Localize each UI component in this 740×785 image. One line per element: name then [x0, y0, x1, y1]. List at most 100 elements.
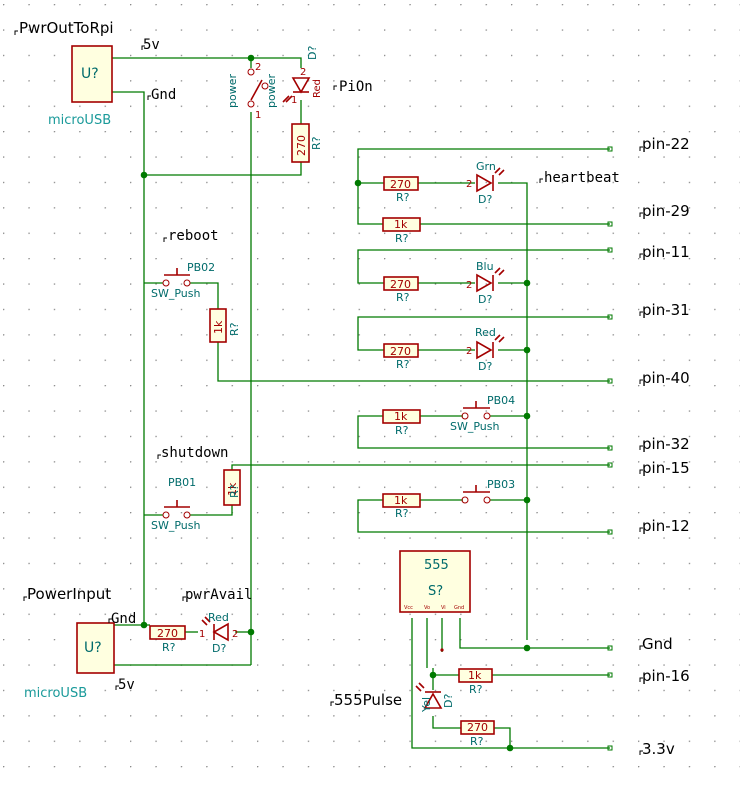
pushbutton-pb01[interactable]: PB01 SW_Push — [151, 476, 201, 532]
resistor-value: 1k — [212, 320, 225, 334]
label-gnd-top: Gnd — [151, 87, 176, 103]
pin-label: pin-15 — [642, 459, 690, 477]
resistor-pb04: 1k R? — [382, 409, 421, 437]
usb-connector-top[interactable]: U? microUSB — [48, 45, 113, 128]
pin-label: pin-32 — [642, 435, 690, 453]
led-ref: D? — [478, 360, 492, 373]
pin-labels: pin-22 pin-29 pin-11 pin-31 pin-40 pin-3… — [639, 135, 690, 758]
resistor-shutdown: 1k R? — [223, 469, 241, 506]
switch-ref: PB04 — [487, 394, 515, 407]
pushbutton-pb04[interactable]: PB04 SW_Push — [450, 394, 515, 433]
resistor-ref: R? — [228, 484, 241, 498]
pin-terminals — [607, 146, 613, 751]
usb-ref: U? — [81, 66, 99, 82]
resistor-ref: R? — [395, 507, 409, 520]
resistor-ref: R? — [396, 291, 410, 304]
ic-pin-vcc: Vcc — [404, 605, 413, 611]
pin-label: pin-29 — [642, 202, 690, 220]
resistor-pion: 270 R? — [291, 123, 323, 163]
switch-label-power: power — [226, 74, 239, 108]
switch-value: SW_Push — [151, 519, 201, 532]
led-pin: 2 — [466, 280, 472, 291]
led-color: Grn — [476, 160, 496, 173]
wires — [111, 57, 610, 749]
led-pion: 2 1 Red D? — [282, 46, 323, 106]
ic-pin-vo: Vo — [424, 605, 430, 611]
led-pin: 2 — [232, 629, 238, 640]
switch-value: SW_Push — [450, 420, 500, 433]
led-pin: 1 — [291, 95, 297, 106]
resistor-ref: R? — [396, 191, 410, 204]
resistor-reboot: 1k R? — [209, 308, 241, 343]
resistor-555-270: 270 R? — [460, 720, 495, 748]
pin-label: pin-12 — [642, 517, 690, 535]
resistor-ref: R? — [395, 232, 409, 245]
pin-label: pin-16 — [642, 667, 690, 685]
resistor-ref: R? — [228, 322, 241, 336]
led-ref: D? — [478, 193, 492, 206]
ic-pin-vi: Vi — [441, 605, 446, 611]
resistor-value: 270 — [157, 627, 178, 640]
switch-ref: PB03 — [487, 478, 515, 491]
pin-label: 3.3v — [642, 740, 675, 758]
led-pin: 2 — [300, 67, 306, 78]
switch-ref: PB02 — [187, 261, 215, 274]
pushbutton-pb03[interactable]: PB03 — [461, 478, 515, 504]
resistor-ref: R? — [162, 641, 176, 654]
led-ref: D? — [306, 46, 319, 60]
resistor-value: 1k — [394, 218, 408, 231]
pin-label: pin-40 — [642, 369, 690, 387]
resistor-value: 1k — [394, 410, 408, 423]
resistor-value: 1k — [394, 494, 408, 507]
ic-ref: S? — [428, 584, 443, 599]
led-pin: 2 — [466, 346, 472, 357]
resistor-ref: R? — [396, 358, 410, 371]
resistor-value: 270 — [467, 721, 488, 734]
pin-label: pin-31 — [642, 301, 690, 319]
pin-label: pin-11 — [642, 243, 690, 261]
resistor-blue: 270 R? — [383, 276, 419, 304]
junctions — [140, 54, 531, 752]
usb-ref: U? — [84, 640, 102, 656]
resistor-heartbeat-270: 270 R? — [383, 176, 419, 204]
label-pwr-out: PwrOutToRpi — [19, 19, 114, 37]
label-shutdown: shutdown — [161, 445, 228, 461]
net-labels: PwrOutToRpi 5v Gnd PiOn heartbeat reboot… — [14, 19, 620, 709]
label-heartbeat: heartbeat — [544, 170, 620, 186]
label-5v-bottom: 5v — [118, 677, 135, 693]
label-gnd-bottom: Gnd — [111, 611, 136, 627]
led-ref: D? — [212, 642, 226, 655]
ic-pin-gnd: Gnd — [454, 605, 464, 611]
ic-value: 555 — [424, 558, 449, 573]
power-switch[interactable]: power power 2 1 — [226, 62, 278, 121]
led-color: Red — [475, 326, 496, 339]
pushbutton-pb02[interactable]: PB02 SW_Push — [151, 261, 215, 300]
resistor-value: 270 — [390, 178, 411, 191]
led-yellow: Yel D? — [415, 682, 455, 713]
usb-connector-bottom[interactable]: U? microUSB — [24, 622, 115, 701]
resistor-ref: R? — [395, 424, 409, 437]
led-color: Blu — [476, 260, 494, 273]
led-ref: D? — [442, 694, 455, 708]
led-pin: 1 — [199, 629, 205, 640]
label-pwravail: pwrAvail — [185, 587, 252, 603]
resistor-pb03: 1k R? — [382, 493, 421, 520]
switch-pin-1: 1 — [255, 110, 261, 121]
led-blue: 2 Blu D? — [466, 260, 505, 306]
led-color: Red — [312, 79, 323, 98]
label-5v-top: 5v — [143, 37, 160, 53]
resistor-value: 270 — [295, 135, 308, 156]
led-pwravail: 1 2 Red D? — [199, 611, 238, 655]
usb-value: microUSB — [24, 686, 87, 701]
label-pion: PiOn — [339, 79, 373, 95]
switch-label-power: power — [265, 74, 278, 108]
label-reboot: reboot — [168, 228, 219, 244]
switch-ref: PB01 — [168, 476, 196, 489]
resistor-heartbeat-1k: 1k R? — [382, 217, 421, 245]
led-ref: D? — [478, 293, 492, 306]
led-green: 2 Grn D? — [466, 160, 505, 206]
pin-label: pin-22 — [642, 135, 690, 153]
usb-value: microUSB — [48, 113, 111, 128]
resistor-red: 270 R? — [383, 343, 419, 371]
